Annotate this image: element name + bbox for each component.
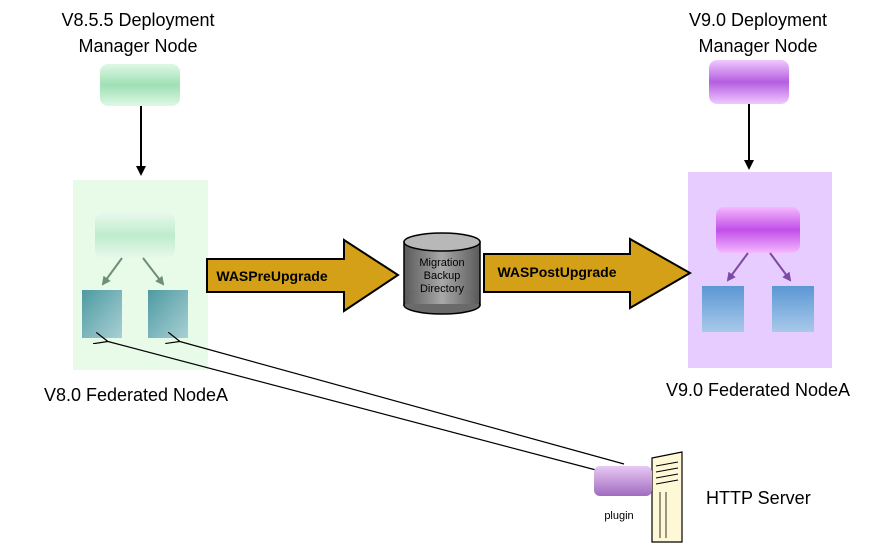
v90-server2-box xyxy=(772,286,814,332)
v90-dmgr-label-line1: V9.0 Deployment xyxy=(689,10,827,30)
v90-dmgr-node xyxy=(709,60,789,104)
v90-agent-to-server1 xyxy=(726,252,749,282)
plugin-label: plugin xyxy=(604,510,633,522)
backup-label-line3: Directory xyxy=(420,283,465,295)
v80-node-label: V8.0 Federated NodeA xyxy=(44,385,228,405)
plugin-box xyxy=(594,466,652,496)
v855-dmgr-label-line1: V8.5.5 Deployment xyxy=(61,10,214,30)
v90-server1-box xyxy=(702,286,744,332)
v90-dmgr-label-line2: Manager Node xyxy=(698,36,817,56)
backup-label-line2: Backup xyxy=(424,270,461,282)
v90-node-panel xyxy=(688,172,832,368)
v855-dmgr-label-line2: Manager Node xyxy=(78,36,197,56)
waspreupgrade-arrow xyxy=(206,238,400,313)
v80-server2-box xyxy=(148,290,188,338)
v80-node-panel xyxy=(73,180,208,370)
migration-backup-directory-cylinder xyxy=(403,232,481,315)
v90-node-label: V9.0 Federated NodeA xyxy=(666,380,850,400)
v90-nodeagent-box xyxy=(716,207,800,253)
v80-nodeagent-box xyxy=(95,213,175,258)
waspostupgrade-label: WASPostUpgrade xyxy=(497,264,616,280)
v80-agent-to-server2 xyxy=(142,257,165,286)
plugin-to-v80-server1-line xyxy=(106,341,597,471)
http-server-icon xyxy=(651,451,683,543)
http-server-label: HTTP Server xyxy=(706,488,811,508)
backup-label-line1: Migration xyxy=(419,257,464,269)
v90-agent-to-server2 xyxy=(769,252,792,282)
plugin-to-v80-server2-line xyxy=(178,341,625,465)
waspreupgrade-label: WASPreUpgrade xyxy=(216,268,327,284)
waspostupgrade-arrow xyxy=(483,237,693,310)
v855-dmgr-node xyxy=(100,64,180,106)
v80-agent-to-server1 xyxy=(101,257,123,286)
v80-server1-box xyxy=(82,290,122,338)
